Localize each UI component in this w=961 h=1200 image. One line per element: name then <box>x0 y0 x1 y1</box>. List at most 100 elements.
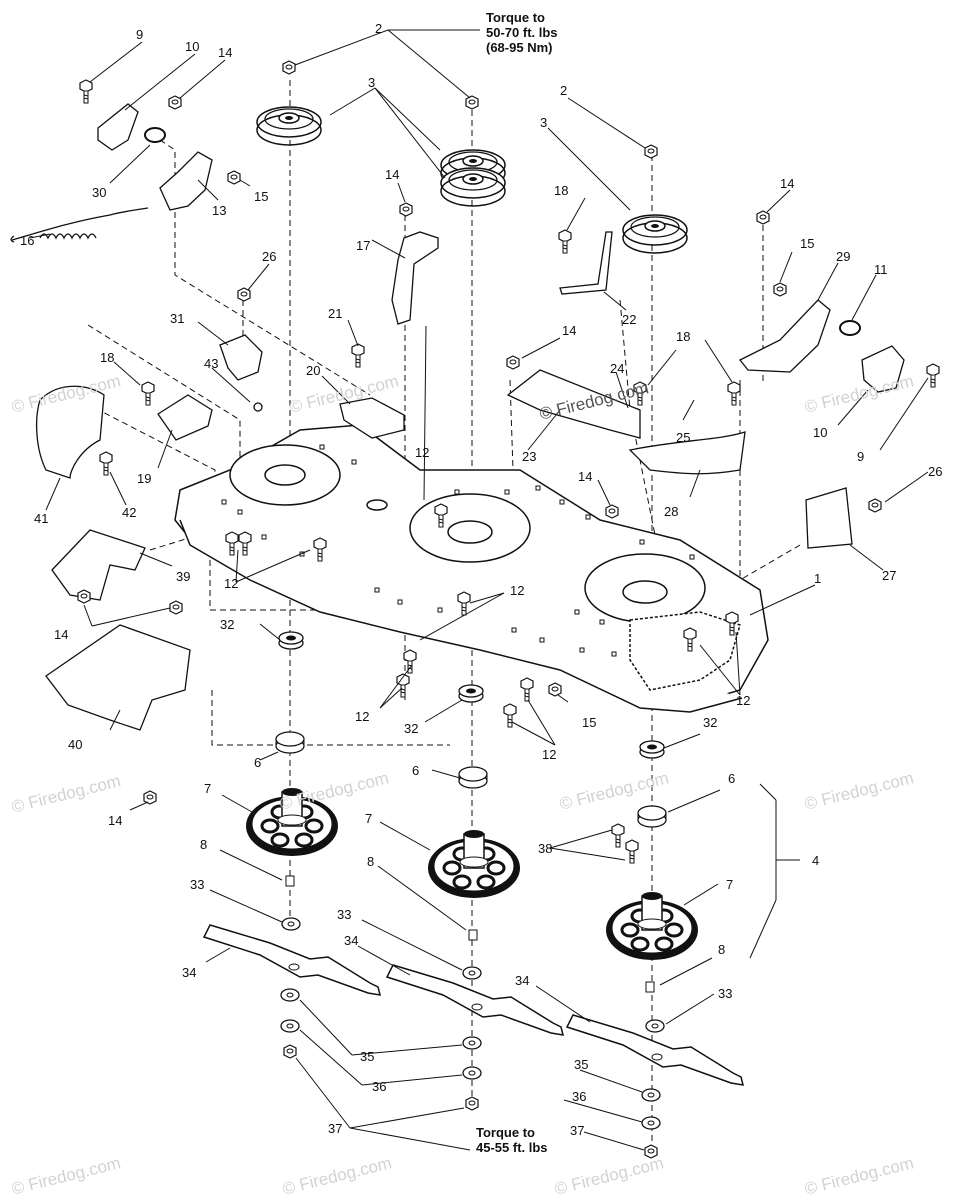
callout: 16 <box>20 233 35 248</box>
callout: 6 <box>412 763 420 778</box>
callout: 12 <box>355 709 370 724</box>
callout: 42 <box>122 505 137 520</box>
pulley-center <box>440 149 506 207</box>
callout: 7 <box>726 877 734 892</box>
callout: 26 <box>928 464 943 479</box>
idler-assembly-right <box>738 299 905 393</box>
callout: 41 <box>34 511 49 526</box>
callout: 10 <box>813 425 828 440</box>
callout: 14 <box>385 167 400 182</box>
callout: 34 <box>515 973 530 988</box>
callout: 4 <box>812 853 820 868</box>
callout: 14 <box>54 627 69 642</box>
callout: 9 <box>857 449 865 464</box>
callout: 14 <box>562 323 577 338</box>
callout: 32 <box>404 721 419 736</box>
callout: 8 <box>718 942 726 957</box>
fasteners-right <box>605 282 940 519</box>
callout: 14 <box>218 45 233 60</box>
callout: 39 <box>176 569 191 584</box>
callout: 43 <box>204 356 219 371</box>
spacers <box>275 731 667 828</box>
torque-note-bottom: Torque to 45-55 ft. lbs <box>476 1125 548 1156</box>
callout: 1 <box>814 571 822 586</box>
callout: 3 <box>540 115 548 130</box>
callout: 29 <box>836 249 851 264</box>
callout: 33 <box>718 986 733 1001</box>
callout: 18 <box>676 329 691 344</box>
callout: 12 <box>736 693 751 708</box>
pulley-left <box>256 106 322 146</box>
callout: 12 <box>510 583 525 598</box>
callout: 19 <box>137 471 152 486</box>
torque-note-line: 50-70 ft. lbs <box>486 24 558 40</box>
center-brace <box>506 231 641 439</box>
callout: 30 <box>92 185 107 200</box>
blade-nuts <box>283 1044 658 1159</box>
callout: 34 <box>344 933 359 948</box>
callout: 14 <box>108 813 123 828</box>
callout: 12 <box>224 576 239 591</box>
torque-note-line: (68-95 Nm) <box>486 39 553 55</box>
callout: 14 <box>578 469 593 484</box>
torque-note-line: Torque to <box>476 1125 535 1140</box>
deck-holes <box>221 444 695 657</box>
leader-lines <box>29 29 929 1151</box>
callout: 23 <box>522 449 537 464</box>
callout: 15 <box>800 236 815 251</box>
callout: 7 <box>365 811 373 826</box>
torque-note-line: 45-55 ft. lbs <box>476 1139 548 1155</box>
callout: 2 <box>375 21 383 36</box>
deck-shell <box>174 424 769 713</box>
callout: 25 <box>676 430 691 445</box>
callout: 9 <box>136 27 144 42</box>
callout: 6 <box>254 755 262 770</box>
callout: 20 <box>306 363 321 378</box>
torque-note-top: Torque to 50-70 ft. lbs (68-95 Nm) <box>486 10 558 56</box>
callout: 26 <box>262 249 277 264</box>
idler-assembly-left <box>10 103 213 243</box>
callout: 17 <box>356 238 371 253</box>
callout: 22 <box>622 312 637 327</box>
callout: 8 <box>200 837 208 852</box>
callout: 33 <box>337 907 352 922</box>
baffles <box>36 385 853 731</box>
callout: 15 <box>254 189 269 204</box>
pulley-right <box>622 214 688 254</box>
torque-note-line: Torque to <box>486 10 545 25</box>
callout: 18 <box>554 183 569 198</box>
callout: 6 <box>728 771 736 786</box>
callout: 12 <box>542 747 557 762</box>
callout: 31 <box>170 311 185 326</box>
callout: 32 <box>703 715 718 730</box>
spindle-keys <box>285 875 655 993</box>
callout: 7 <box>204 781 212 796</box>
callout: 33 <box>190 877 205 892</box>
callout: 13 <box>212 203 227 218</box>
callout: 8 <box>367 854 375 869</box>
callout: 37 <box>570 1123 585 1138</box>
callout: 11 <box>874 262 888 277</box>
callout: 36 <box>572 1089 587 1104</box>
callout: 2 <box>560 83 568 98</box>
callout: 3 <box>368 75 376 90</box>
callout: 37 <box>328 1121 343 1136</box>
callout: 34 <box>182 965 197 980</box>
callout: 15 <box>582 715 597 730</box>
callout: 10 <box>185 39 200 54</box>
callout: 36 <box>372 1079 387 1094</box>
callout: 38 <box>538 841 553 856</box>
callout: 27 <box>882 568 897 583</box>
callout: 35 <box>574 1057 589 1072</box>
callout: 14 <box>780 176 795 191</box>
brackets-center <box>219 231 439 439</box>
callout: 12 <box>415 445 430 460</box>
callout: 35 <box>360 1049 375 1064</box>
callout: 24 <box>610 361 625 376</box>
callout: 32 <box>220 617 235 632</box>
callout: 28 <box>664 504 679 519</box>
callout: 18 <box>100 350 115 365</box>
callout: 40 <box>68 737 83 752</box>
callout: 21 <box>328 306 343 321</box>
